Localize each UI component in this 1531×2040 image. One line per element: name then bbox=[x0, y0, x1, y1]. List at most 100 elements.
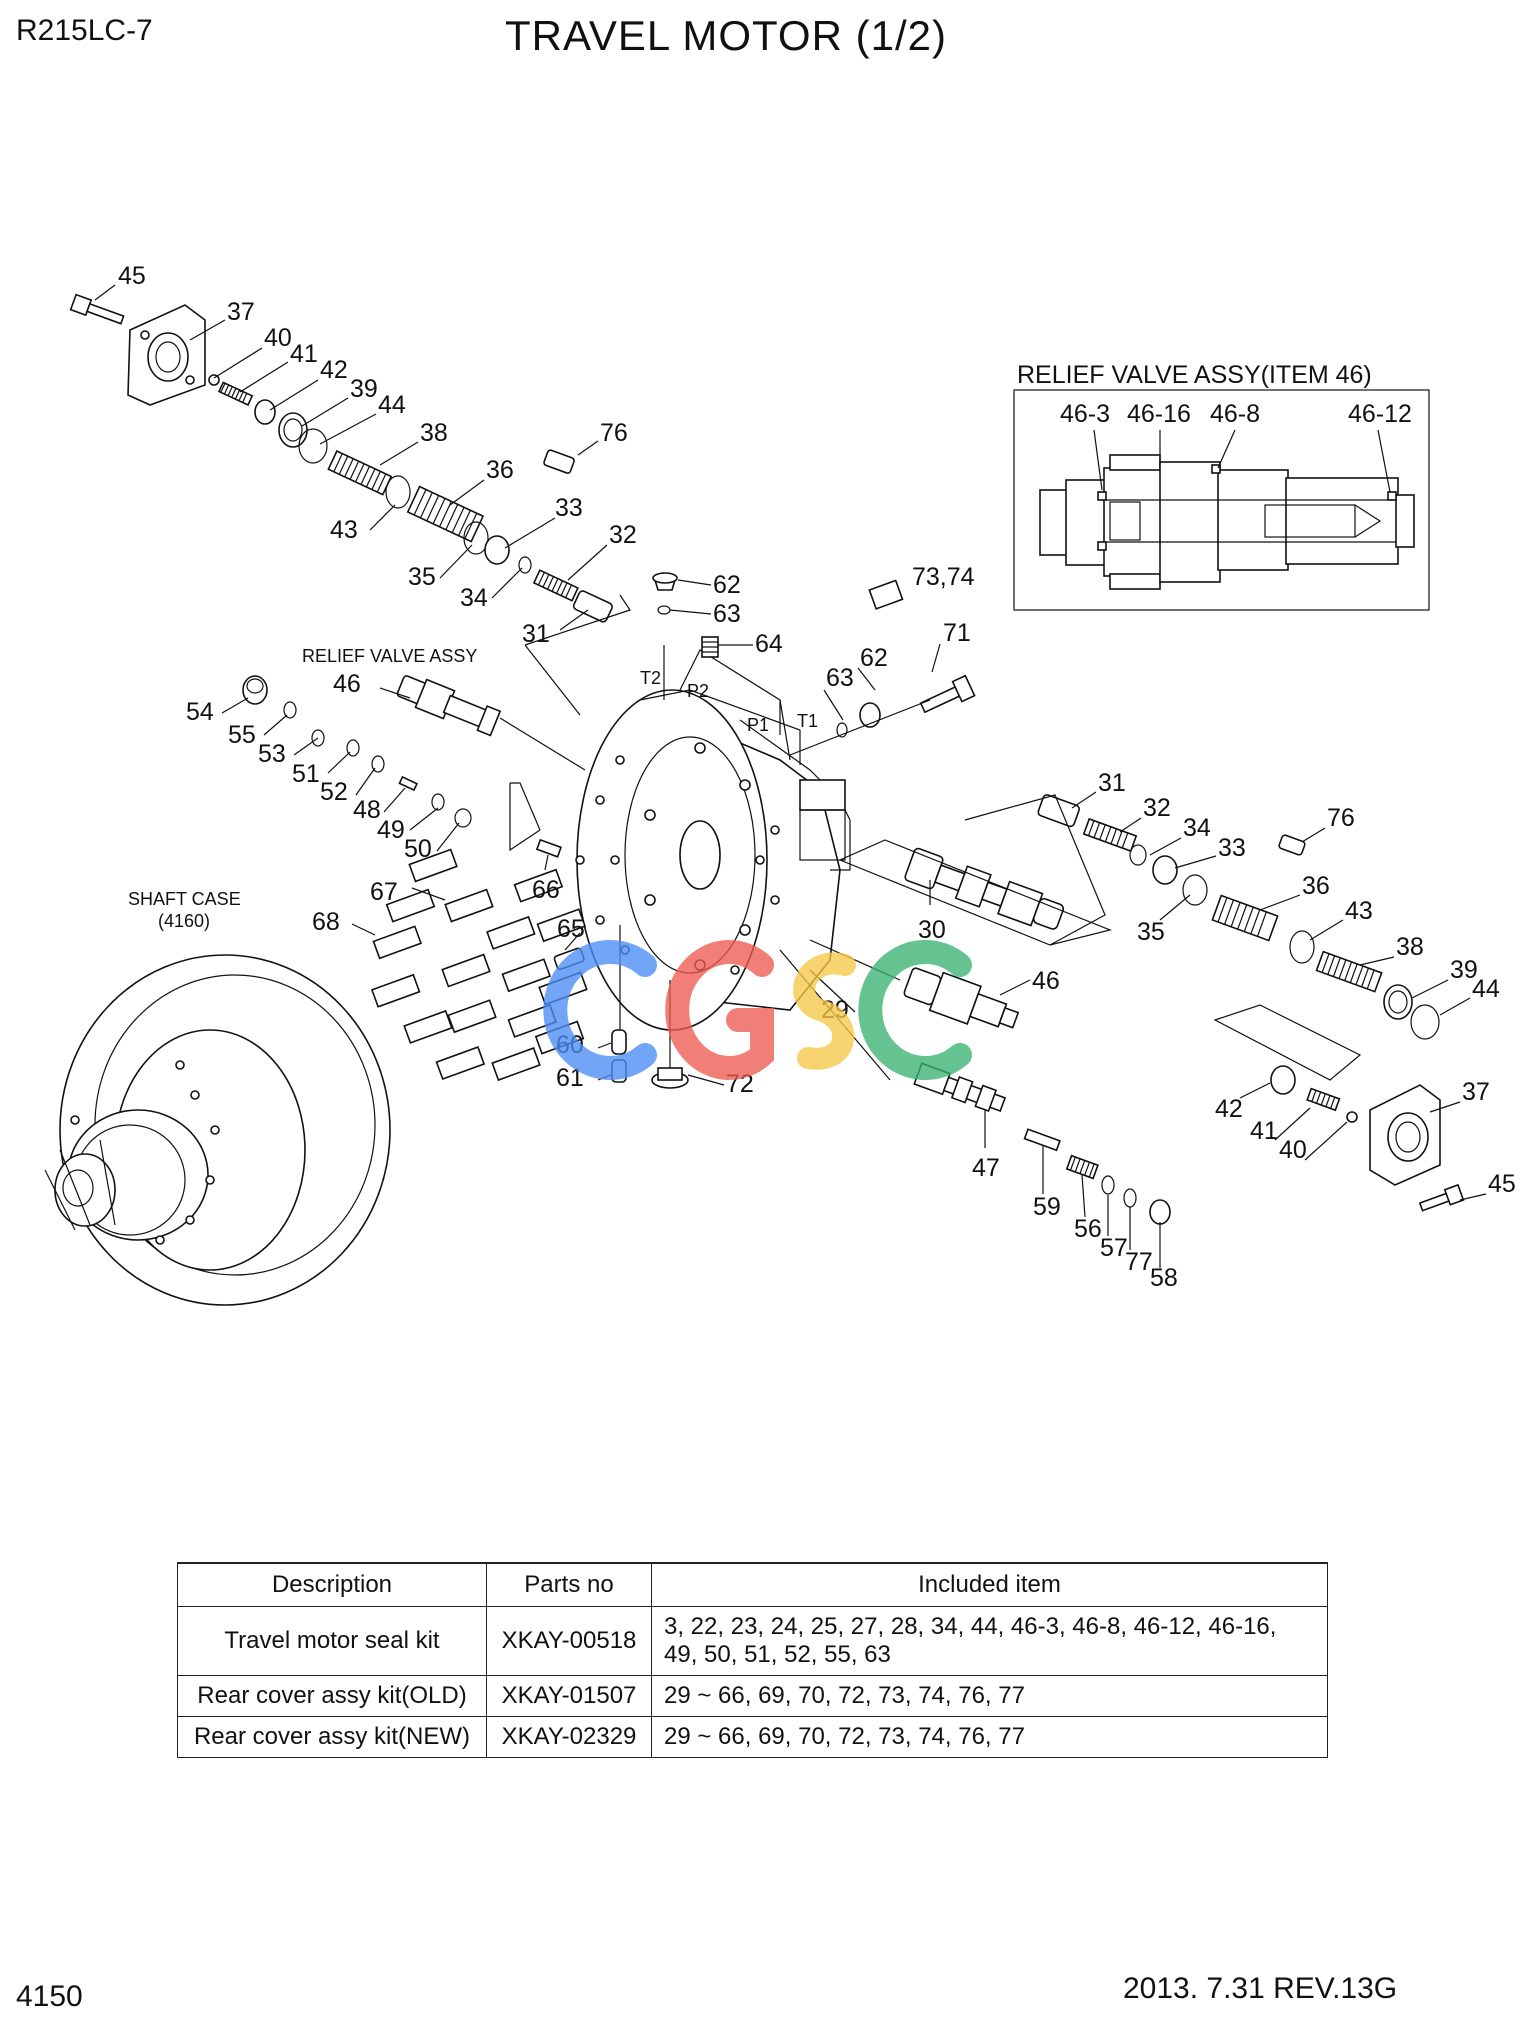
callout-54: 54 bbox=[186, 698, 214, 726]
callout-46-12: 46-12 bbox=[1348, 400, 1412, 428]
callout-45: 45 bbox=[118, 262, 146, 290]
callout-38: 38 bbox=[420, 419, 448, 447]
port-labels: T2 P2 P1 T1 bbox=[640, 668, 818, 735]
port-label-t2: T2 bbox=[640, 668, 661, 688]
callout-46-16: 46-16 bbox=[1127, 400, 1191, 428]
callout-56: 56 bbox=[1074, 1215, 1102, 1243]
kit-description: Rear cover assy kit(NEW) bbox=[177, 1716, 487, 1758]
included-items-line-2: 49, 50, 51, 52, 55, 63 bbox=[664, 1641, 891, 1668]
relief-valve-cross-section bbox=[1039, 454, 1415, 590]
shaft-case-label: SHAFT CASE bbox=[128, 889, 241, 909]
upper-left-valve-stack bbox=[69, 293, 631, 716]
callout-64: 64 bbox=[755, 630, 783, 658]
callout-52: 52 bbox=[320, 778, 348, 806]
callout-36b: 36 bbox=[1302, 872, 1330, 900]
kit-table: Description Parts no Included item Trave… bbox=[177, 1562, 1328, 1758]
column-header-included-item: Included item bbox=[651, 1562, 1328, 1607]
callout-35b: 35 bbox=[1137, 918, 1165, 946]
parts-above-body bbox=[652, 572, 976, 756]
callout-44: 44 bbox=[378, 391, 406, 419]
leader-lines bbox=[94, 284, 1487, 1268]
callout-77: 77 bbox=[1125, 1248, 1153, 1276]
callout-43: 43 bbox=[330, 516, 358, 544]
callout-30: 30 bbox=[918, 916, 946, 944]
callout-44b: 44 bbox=[1472, 975, 1500, 1003]
watermark-letter-c2 bbox=[858, 940, 972, 1080]
callout-46-8: 46-8 bbox=[1210, 400, 1260, 428]
callout-76b: 76 bbox=[1327, 804, 1355, 832]
revision-date: 2013. 7.31 REV.13G bbox=[1123, 1972, 1398, 2005]
callout-40: 40 bbox=[264, 324, 292, 352]
callout-63b: 63 bbox=[826, 664, 854, 692]
callout-46-3: 46-3 bbox=[1060, 400, 1110, 428]
page-number: 4150 bbox=[16, 1980, 83, 2013]
callout-34: 34 bbox=[460, 584, 488, 612]
callout-48: 48 bbox=[353, 796, 381, 824]
callout-65: 65 bbox=[557, 915, 585, 943]
callout-68: 68 bbox=[312, 908, 340, 936]
callout-34b: 34 bbox=[1183, 814, 1211, 842]
callout-63: 63 bbox=[713, 600, 741, 628]
callout-59: 59 bbox=[1033, 1193, 1061, 1221]
callout-46b: 46 bbox=[1032, 967, 1060, 995]
kit-description: Travel motor seal kit bbox=[177, 1606, 487, 1676]
callout-62b: 62 bbox=[860, 644, 888, 672]
table-row: Rear cover assy kit(NEW) XKAY-02329 29 ~… bbox=[177, 1716, 1328, 1758]
column-header-parts-no: Parts no bbox=[486, 1562, 652, 1607]
small-parts-left bbox=[242, 675, 563, 858]
callout-71: 71 bbox=[943, 619, 971, 647]
callout-33b: 33 bbox=[1218, 834, 1246, 862]
callout-57: 57 bbox=[1100, 1234, 1128, 1262]
callout-31: 31 bbox=[522, 620, 550, 648]
callout-41: 41 bbox=[290, 340, 318, 368]
kit-description: Rear cover assy kit(OLD) bbox=[177, 1675, 487, 1717]
callout-33: 33 bbox=[555, 494, 583, 522]
relief-box-title: RELIEF VALVE ASSY(ITEM 46) bbox=[1017, 361, 1372, 389]
table-row: Rear cover assy kit(OLD) XKAY-01507 29 ~… bbox=[177, 1675, 1328, 1717]
kit-parts-no: XKAY-02329 bbox=[486, 1716, 652, 1758]
callout-62: 62 bbox=[713, 571, 741, 599]
callout-32: 32 bbox=[609, 521, 637, 549]
callout-41b: 41 bbox=[1250, 1117, 1278, 1145]
watermark-letter-g bbox=[665, 940, 774, 1080]
watermark-letter-c bbox=[543, 940, 657, 1080]
shaft-case: SHAFT CASE (4160) bbox=[44, 889, 391, 1306]
column-header-description: Description bbox=[177, 1562, 487, 1607]
kit-parts-no: XKAY-00518 bbox=[486, 1606, 652, 1676]
kit-included-items: 29 ~ 66, 69, 70, 72, 73, 74, 76, 77 bbox=[651, 1675, 1328, 1717]
callout-39: 39 bbox=[350, 375, 378, 403]
kit-included-items: 3, 22, 23, 24, 25, 27, 28, 34, 44, 46-3,… bbox=[651, 1606, 1328, 1676]
callout-55: 55 bbox=[228, 721, 256, 749]
kit-parts-no: XKAY-01507 bbox=[486, 1675, 652, 1717]
callout-45b: 45 bbox=[1488, 1170, 1516, 1198]
callout-39b: 39 bbox=[1450, 956, 1478, 984]
included-items-line-1: 3, 22, 23, 24, 25, 27, 28, 34, 44, 46-3,… bbox=[664, 1613, 1277, 1640]
shaft-case-ref: (4160) bbox=[158, 911, 210, 931]
callout-50: 50 bbox=[404, 835, 432, 863]
callout-32b: 32 bbox=[1143, 794, 1171, 822]
callout-43b: 43 bbox=[1345, 897, 1373, 925]
callout-51: 51 bbox=[292, 760, 320, 788]
kit-included-items: 29 ~ 66, 69, 70, 72, 73, 74, 76, 77 bbox=[651, 1716, 1328, 1758]
callout-42: 42 bbox=[320, 356, 348, 384]
relief-valve-detail-box: RELIEF VALVE ASSY(ITEM 46) bbox=[1013, 361, 1430, 611]
callout-38b: 38 bbox=[1396, 933, 1424, 961]
cgsc-watermark bbox=[543, 940, 972, 1080]
callout-47: 47 bbox=[972, 1154, 1000, 1182]
callout-35: 35 bbox=[408, 563, 436, 591]
callout-31b: 31 bbox=[1098, 769, 1126, 797]
watermark-letter-s bbox=[793, 952, 856, 1070]
table-header-row: Description Parts no Included item bbox=[177, 1562, 1328, 1607]
part-callouts: 45 37 40 41 42 39 44 38 76 36 43 33 32 3… bbox=[118, 262, 1516, 1292]
callout-42b: 42 bbox=[1215, 1095, 1243, 1123]
relief-box-callouts: 46-3 46-16 46-8 46-12 bbox=[1060, 400, 1412, 493]
relief-valve-label: RELIEF VALVE ASSY bbox=[302, 646, 477, 666]
callout-67: 67 bbox=[370, 878, 398, 906]
callout-37b: 37 bbox=[1462, 1078, 1490, 1106]
table-row: Travel motor seal kit XKAY-00518 3, 22, … bbox=[177, 1606, 1328, 1676]
model-name: R215LC-7 bbox=[16, 14, 153, 47]
callout-58: 58 bbox=[1150, 1264, 1178, 1292]
exploded-parts-diagram: RELIEF VALVE ASSY(ITEM 46) bbox=[44, 262, 1516, 1306]
callout-36: 36 bbox=[486, 456, 514, 484]
